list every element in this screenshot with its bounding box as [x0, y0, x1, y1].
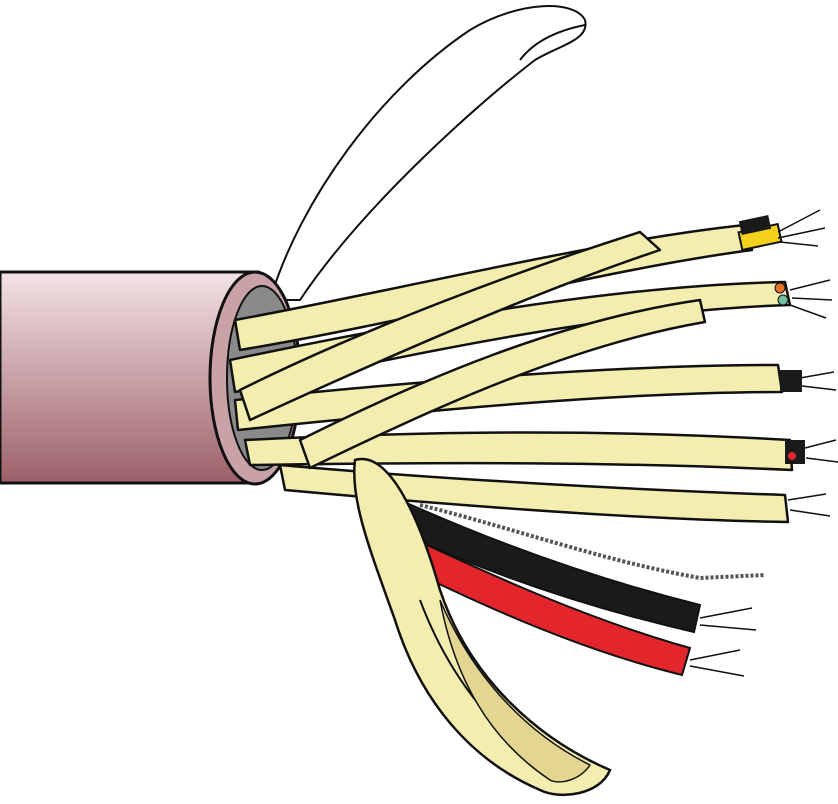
clear-film-fold: [519, 24, 586, 61]
wire-strands: [689, 209, 838, 677]
drain-wire: [419, 503, 766, 581]
clear-film-loop: [268, 5, 587, 301]
ribbon: [243, 431, 794, 472]
red-wire: [388, 528, 692, 677]
conductor-red: [788, 452, 796, 460]
shield-ribbon-inner: [439, 599, 592, 783]
black-wire: [393, 498, 702, 634]
ribbon: [278, 463, 790, 524]
conductor-orange: [774, 282, 786, 294]
conductor-green: [777, 294, 789, 306]
shield-ribbon: [353, 457, 612, 797]
conductor-black: [785, 440, 805, 464]
ribbon: [238, 230, 662, 422]
ribbon: [298, 298, 707, 470]
conductor-black: [780, 370, 802, 392]
conductor-black: [738, 215, 772, 235]
